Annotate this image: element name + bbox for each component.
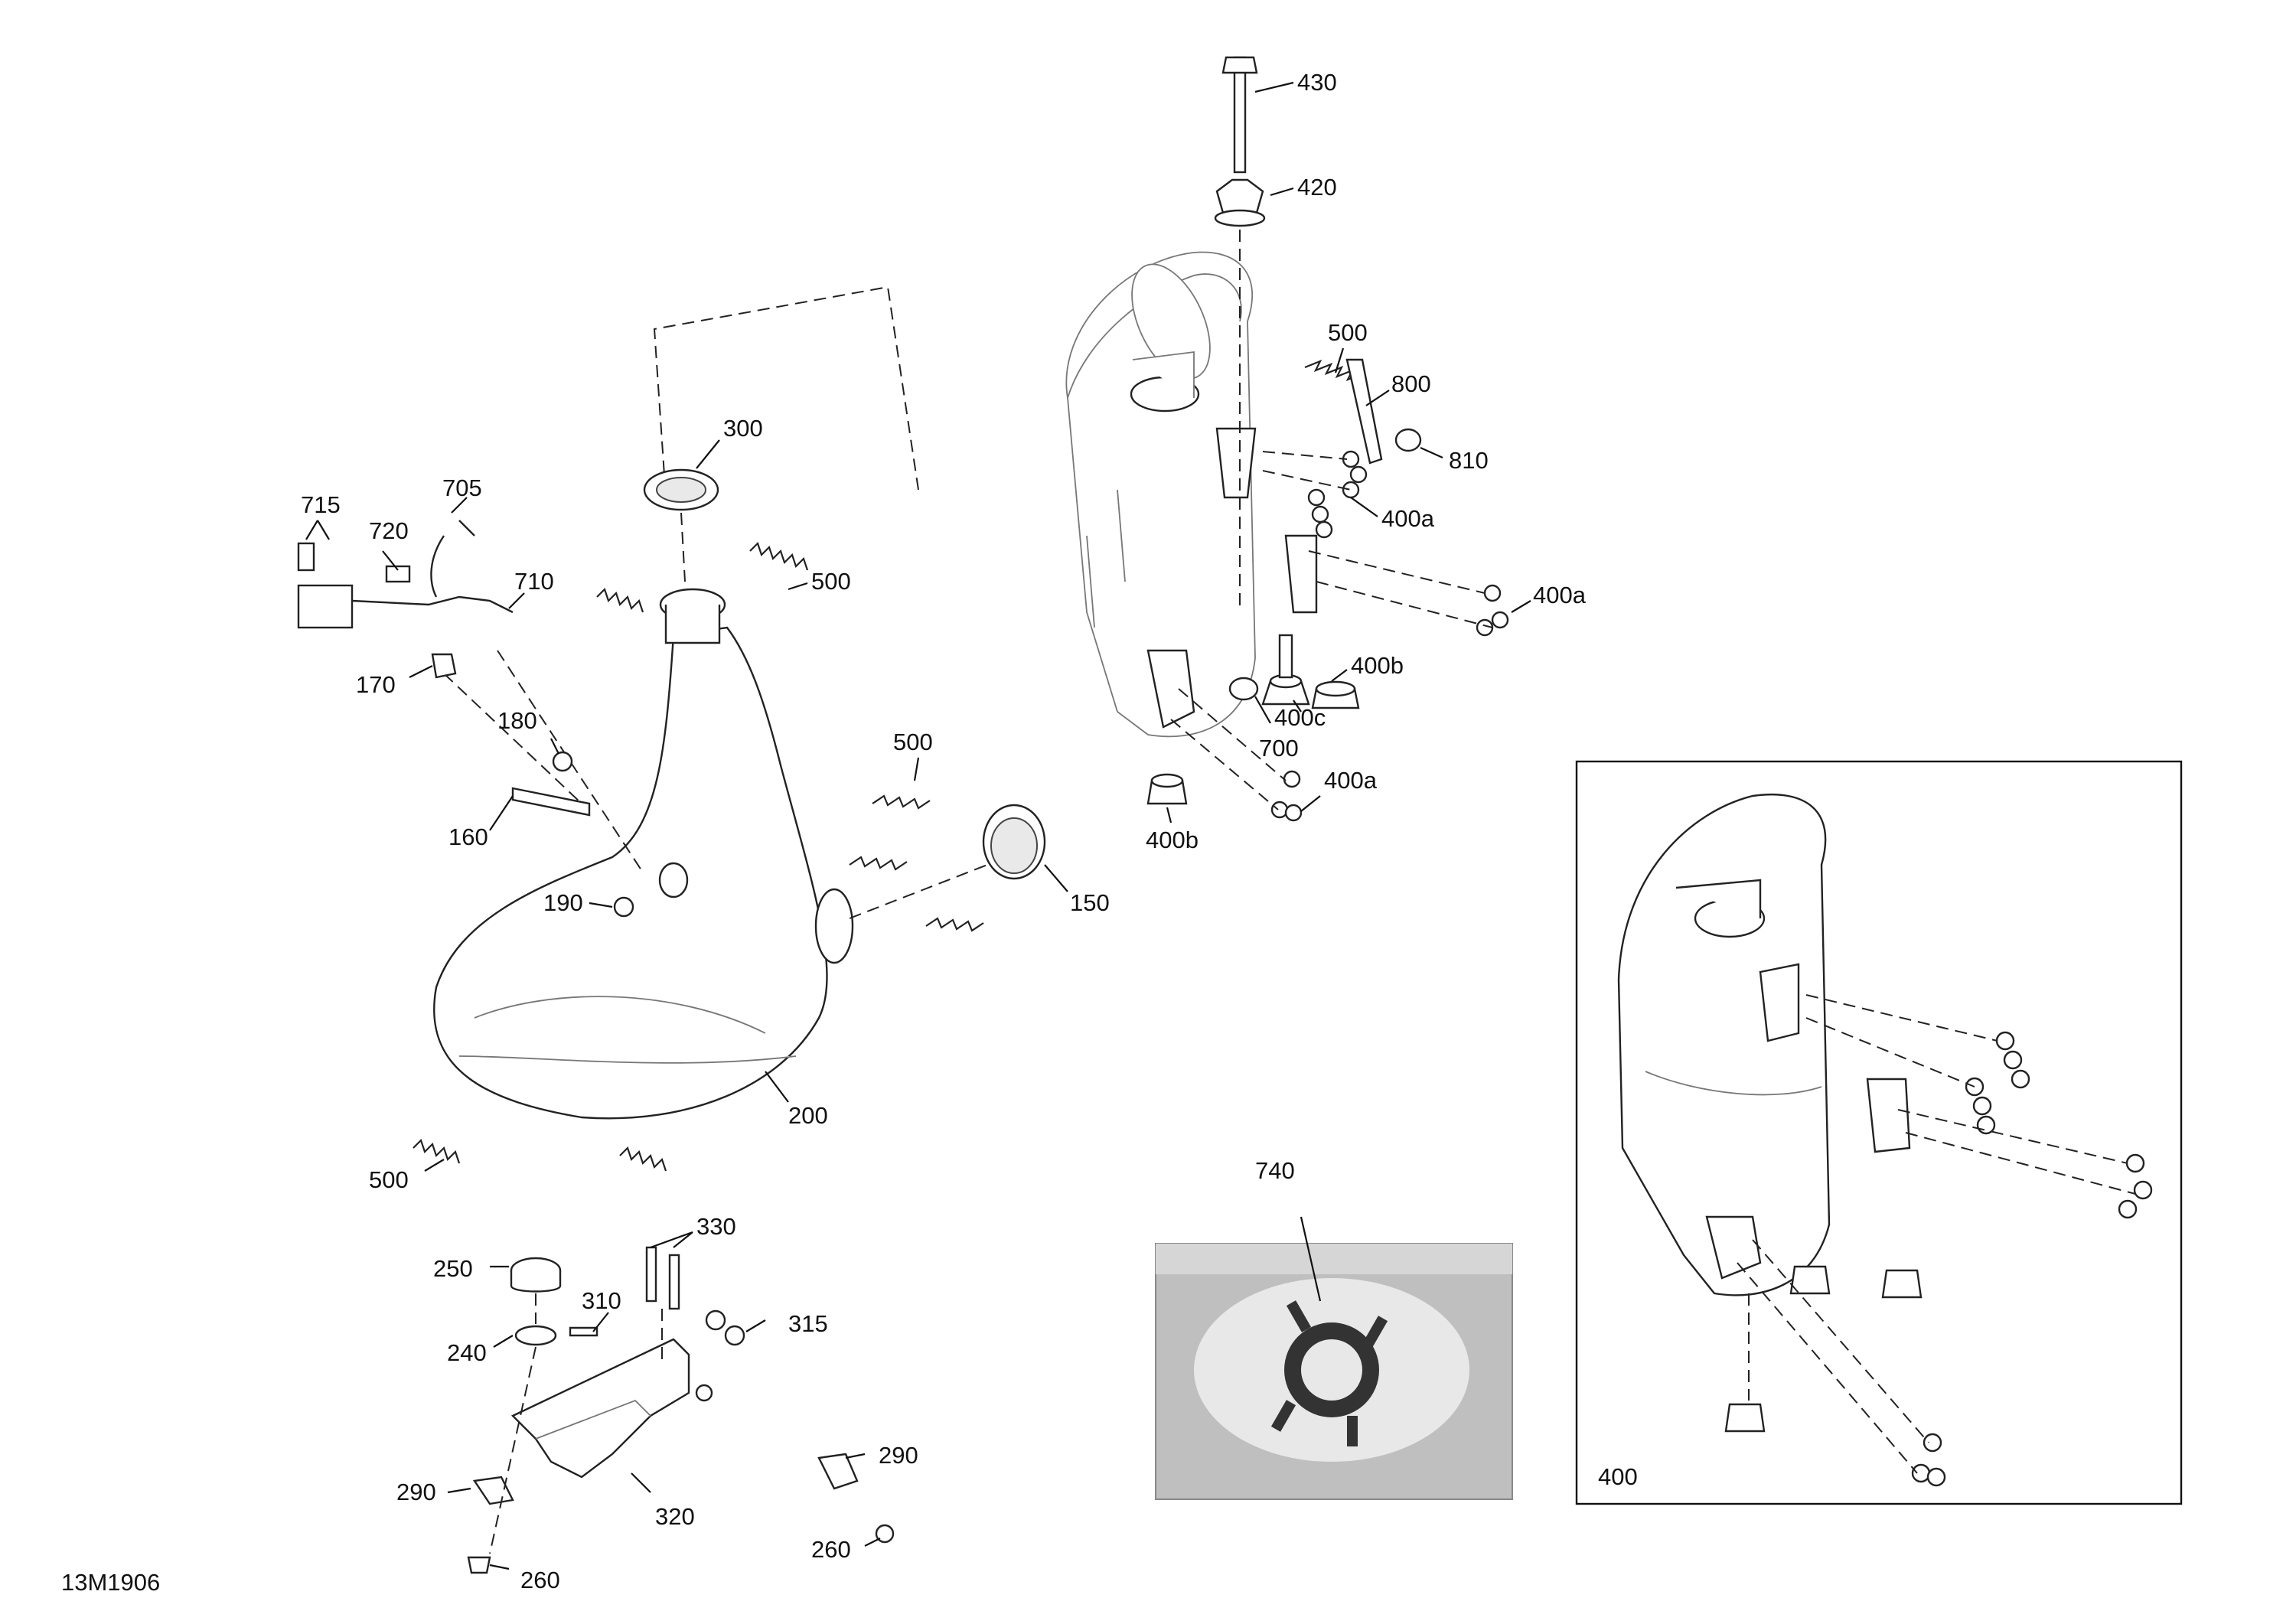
inset-grommets [1724, 1265, 1923, 1433]
sensor-harness [297, 520, 514, 629]
callout-400c: 400c [1274, 704, 1326, 731]
washer-190 [613, 896, 634, 918]
callout-290-right: 290 [879, 1442, 918, 1469]
nuts-315 [695, 1309, 745, 1402]
callout-320: 320 [655, 1503, 695, 1530]
callout-400b-1: 400b [1351, 652, 1404, 679]
muffler-assembly [1065, 251, 1318, 738]
callout-labels: 430 420 500 800 810 400a 400a 400b 400c … [61, 69, 1638, 1596]
callout-800: 800 [1391, 370, 1431, 397]
callout-400a-3: 400a [1324, 767, 1378, 794]
fasteners-260 [467, 1524, 895, 1574]
callout-400a-1: 400a [1381, 505, 1435, 532]
leader-lines [305, 81, 1531, 1570]
callout-200: 200 [788, 1102, 828, 1129]
callout-720: 720 [369, 517, 409, 544]
bolt-310 [569, 1326, 598, 1337]
callout-420: 420 [1297, 174, 1337, 201]
callout-260-left: 260 [520, 1567, 560, 1593]
gasket-290-left [472, 1476, 514, 1505]
callout-150: 150 [1070, 889, 1110, 916]
inset-nuts [1911, 1031, 2153, 1487]
washer-240 [514, 1325, 557, 1346]
callout-315: 315 [788, 1310, 828, 1337]
callout-715: 715 [301, 491, 341, 518]
muffler-bolt [1221, 56, 1258, 174]
inset-label-400: 400 [1598, 1463, 1638, 1490]
spring-500-d [849, 856, 908, 871]
spring-500-g [619, 1146, 667, 1172]
callout-290-left: 290 [396, 1479, 436, 1505]
diagram-code: 13M1906 [61, 1569, 160, 1596]
seal-300 [643, 468, 719, 511]
bumper-250 [510, 1257, 562, 1293]
spring-500-f [413, 1138, 461, 1164]
ring-150 [982, 804, 1046, 880]
exhaust-pipe-200 [433, 588, 854, 1120]
callout-700: 700 [1259, 735, 1299, 761]
callout-400b-2: 400b [1146, 827, 1199, 853]
callout-190: 190 [543, 889, 583, 916]
spring-500-e [925, 917, 984, 932]
callout-300: 300 [723, 415, 763, 442]
spring-500-a [749, 541, 809, 571]
callout-310: 310 [582, 1287, 621, 1314]
callout-710: 710 [514, 568, 554, 595]
bracket-160 [511, 787, 591, 817]
callout-170: 170 [356, 671, 396, 698]
nut-180 [552, 751, 573, 772]
callout-400a-2: 400a [1533, 582, 1587, 608]
callout-260-right: 260 [811, 1536, 851, 1563]
callout-705: 705 [442, 474, 482, 501]
bracket-320 [510, 1338, 690, 1479]
callout-180: 180 [497, 707, 537, 734]
callout-740: 740 [1255, 1157, 1295, 1184]
nut-810 [1394, 428, 1422, 452]
bolts-330 [645, 1246, 680, 1310]
callout-500-mid: 500 [811, 568, 851, 595]
inset-box-400 [1575, 760, 2183, 1505]
callout-430: 430 [1297, 69, 1337, 96]
callout-160: 160 [448, 823, 488, 850]
callout-810: 810 [1449, 447, 1489, 474]
callout-500-top: 500 [1328, 319, 1368, 346]
sensor-170 [431, 653, 457, 679]
callout-330: 330 [696, 1213, 736, 1240]
sensor-boss [658, 862, 689, 898]
bracket-800 [1345, 358, 1383, 465]
gasket-290-right [817, 1453, 859, 1490]
callout-250: 250 [433, 1255, 473, 1282]
nuts-400a [1270, 450, 1509, 822]
spring-500-c [872, 794, 931, 810]
callout-500-right: 500 [893, 729, 933, 755]
callout-240: 240 [447, 1339, 487, 1366]
photo-inset-740 [1155, 1243, 1513, 1500]
callout-500-left: 500 [369, 1166, 409, 1193]
spring-500-b [596, 587, 644, 613]
grommets-400 [1146, 634, 1360, 805]
muffler-grommet [1214, 178, 1266, 227]
